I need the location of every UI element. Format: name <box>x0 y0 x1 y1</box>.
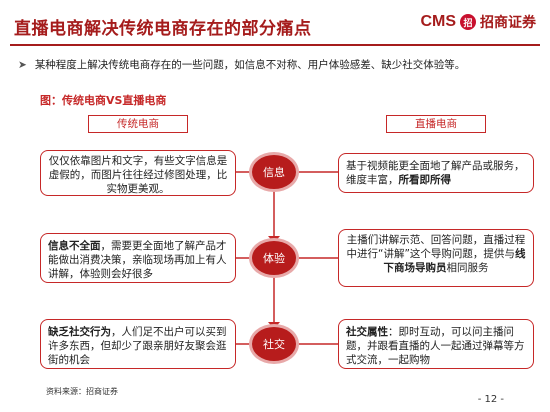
live-experience-card: 主播们讲解示范、回答问题，直播过程中进行“讲解”这个导购问题，提供与线下商场导购… <box>338 229 534 287</box>
left-column-header: 传统电商 <box>88 115 188 133</box>
live-social-lead: 社交属性 <box>346 326 388 338</box>
traditional-info-text: 仅仅依靠图片和文字，有些文字信息是虚假的，而图片往往经过修图处理，比实物更美观。 <box>48 155 228 195</box>
node-info: 信息 <box>252 155 296 189</box>
live-experience-text-a: 主播们讲解示范、回答问题，直播过程中进行“讲解”这个导购问题，提供与 <box>346 234 526 260</box>
traditional-social-lead: 缺乏社交行为 <box>48 326 111 338</box>
traditional-social-card: 缺乏社交行为，人们足不出户可以买到许多东西，但却少了跟亲朋好友聚会逛街的机会 <box>40 319 236 369</box>
traditional-experience-lead: 信息不全面 <box>48 240 101 252</box>
brand-logo: CMS 招 招商证券 <box>420 12 536 32</box>
right-column-header: 直播电商 <box>386 115 486 133</box>
node-social: 社交 <box>252 327 296 361</box>
live-info-card: 基于视频能更全面地了解产品或服务，维度丰富，所看即所得 <box>338 153 534 193</box>
bullet-arrow-icon: ➤ <box>18 59 27 71</box>
traditional-social-text: ，人们足不出户可以买到许多东西，但却少了跟亲朋好友聚会逛街的机会 <box>48 326 227 366</box>
traditional-experience-text: ，需要更全面地了解产品才能做出消费决策，亲临现场再加上有人讲解，体验则会好很多 <box>48 240 227 280</box>
page-number: - 12 - <box>477 394 504 405</box>
live-social-text: ：即时互动，可以问主播问题，并跟看直播的人一起通过弹幕等方式交流，一起购物 <box>346 326 525 366</box>
logo-cms-text: CMS <box>420 13 456 30</box>
source-note: 资料来源：招商证券 <box>46 387 118 396</box>
figure-title: 图：传统电商VS直播电商 <box>40 94 167 107</box>
live-info-text: 基于视频能更全面地了解产品或服务，维度丰富， <box>346 160 525 186</box>
traditional-experience-card: 信息不全面，需要更全面地了解产品才能做出消费决策，亲临现场再加上有人讲解，体验则… <box>40 233 236 283</box>
summary-bullet: ➤ 某种程度上解决传统电商存在的一些问题，如信息不对称、用户体验感差、缺少社交体验… <box>18 57 465 72</box>
live-social-card: 社交属性：即时互动，可以问主播问题，并跟看直播的人一起通过弹幕等方式交流，一起购… <box>338 319 534 369</box>
logo-chinese-text: 招商证券 <box>480 15 536 31</box>
node-experience: 体验 <box>252 241 296 275</box>
live-experience-text-b: 相同服务 <box>446 262 489 274</box>
summary-text: 某种程度上解决传统电商存在的一些问题，如信息不对称、用户体验感差、缺少社交体验等… <box>34 59 466 71</box>
logo-mark-icon: 招 <box>460 14 476 30</box>
live-info-highlight: 所看即所得 <box>398 174 452 186</box>
down-arrow-icon-2 <box>268 322 280 329</box>
traditional-info-card: 仅仅依靠图片和文字，有些文字信息是虚假的，而图片往往经过修图处理，比实物更美观。 <box>40 150 236 196</box>
down-arrow-icon-1 <box>268 236 280 243</box>
live-experience-highlight: 线下商场导购员 <box>383 248 526 274</box>
page-title: 直播电商解决传统电商存在的部分痛点 <box>14 19 312 39</box>
title-divider <box>10 44 540 46</box>
